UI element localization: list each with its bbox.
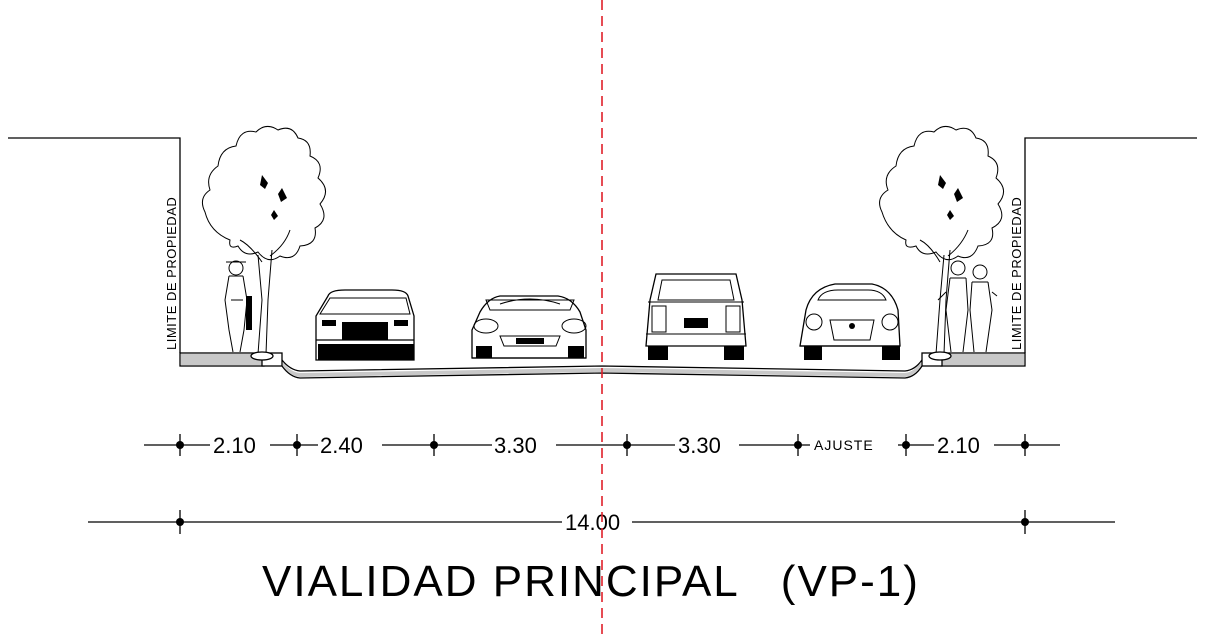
dimension-tick (430, 434, 438, 456)
dimension-tick (293, 434, 301, 456)
car-sports-icon (471, 295, 587, 359)
car-sedan-icon (315, 289, 415, 361)
dimension-label: 3.30 (678, 433, 721, 458)
dimension-chain: 2.10 2.40 3.30 3.30 AJUSTE 2.10 (144, 432, 1060, 458)
dimension-label: AJUSTE (814, 437, 874, 453)
pedestrian-icon (224, 260, 252, 353)
dimension-label: 2.10 (937, 433, 980, 458)
property-limit-right-label: LIMITE DE PROPIEDAD (1009, 197, 1024, 350)
tree-icon (201, 126, 326, 361)
drawing-title: VIALIDAD PRINCIPAL (VP-1) (262, 557, 920, 606)
dimension-tick (794, 434, 802, 456)
dimension-label: 2.10 (213, 433, 256, 458)
dimension-tick (623, 434, 631, 456)
dimension-tick (1021, 510, 1029, 534)
dimension-tick (176, 510, 184, 534)
car-suv-rear-icon (645, 273, 747, 360)
dimension-tick (902, 434, 910, 456)
dimension-label: 2.40 (320, 433, 363, 458)
pedestrian-icon (937, 260, 998, 353)
tree-icon (879, 126, 1004, 361)
property-limit-left-label: LIMITE DE PROPIEDAD (164, 197, 179, 350)
dimension-tick (176, 434, 184, 456)
car-beetle-icon (799, 283, 901, 360)
dimension-label: 3.30 (494, 433, 537, 458)
total-width-label: 14.00 (565, 510, 620, 535)
dimension-tick (1021, 434, 1029, 456)
